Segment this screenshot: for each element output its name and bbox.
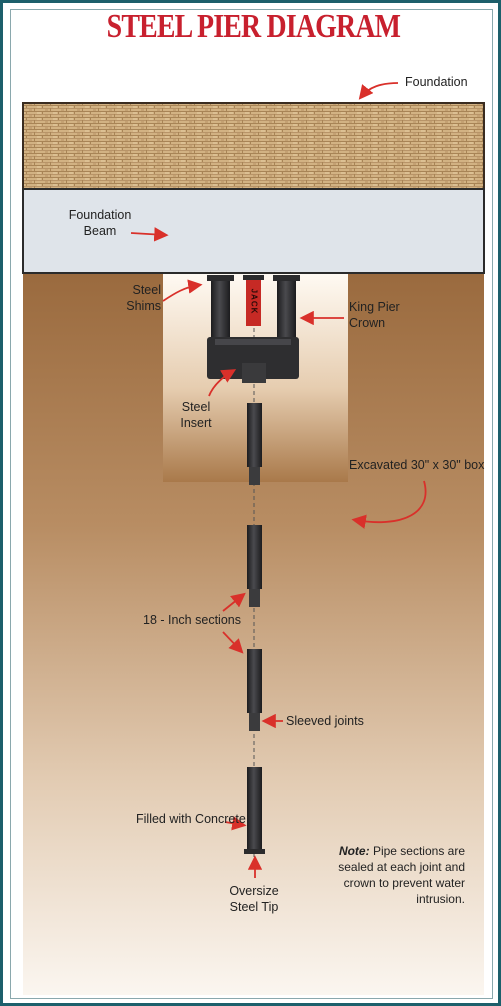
arrow-shims (162, 279, 203, 302)
label-excavated-box: Excavated 30" x 30" box (349, 458, 485, 472)
foundation-brick (22, 102, 485, 190)
jack-label: JACK (249, 288, 259, 315)
oversize-tip (244, 849, 265, 854)
pipe-section-2 (247, 525, 262, 589)
label-sleeved-joints: Sleeved joints (286, 714, 364, 728)
jack-label-wrap: JACK (247, 284, 260, 322)
king-pier-crown (207, 337, 299, 379)
note-label: Note: (338, 844, 370, 858)
label-steel-insert: Steel Insert (180, 400, 212, 430)
arrow-concrete (224, 816, 247, 831)
arrow-section-b (222, 631, 244, 654)
label-king-pier-crown: King Pier Crown (349, 300, 400, 330)
arrow-excavated (351, 480, 427, 529)
label-foundation-beam: Foundation Beam (68, 208, 132, 238)
arrow-beam (130, 227, 169, 242)
inner-border (10, 9, 493, 999)
pipe-section-3 (247, 649, 262, 713)
label-filled-with-concrete: Filled with Concrete (136, 812, 246, 826)
label-foundation: Foundation (405, 75, 468, 89)
label-steel-shims: Steel Shims (126, 283, 161, 313)
pier-diagram-drawing (22, 82, 485, 995)
foundation-beam (22, 188, 485, 274)
diagram-title: STEEL PIER DIAGRAM (106, 8, 401, 45)
shim-post-right (277, 276, 296, 344)
note-text: Note: Pipe sections are sealed at each j… (338, 844, 465, 906)
arrow-section-a (222, 592, 246, 612)
arrow-insert (208, 369, 237, 397)
shim-post-left (211, 276, 230, 344)
pipe-section-1 (247, 403, 262, 467)
pipe-section-4 (247, 767, 262, 849)
jack (246, 278, 261, 326)
arrow-foundation (358, 82, 399, 100)
label-18-inch-sections: 18 - Inch sections (143, 613, 241, 627)
label-oversize-steel-tip: Oversize Steel Tip (229, 884, 279, 914)
